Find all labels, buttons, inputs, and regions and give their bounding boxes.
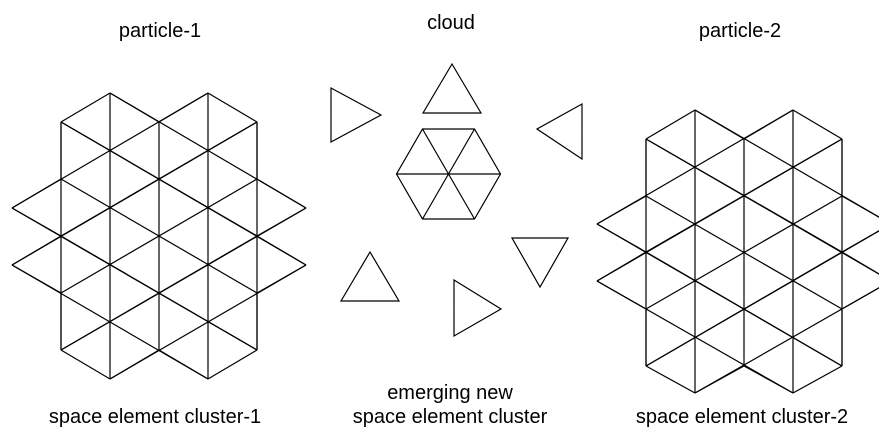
space-element-cluster-1-figure [11, 92, 307, 380]
lattice-edge [596, 223, 843, 367]
lattice-edge [11, 207, 258, 351]
lattice-edge [207, 92, 258, 123]
emerging-caption-line-1: emerging new [387, 382, 513, 404]
lattice-edge [694, 287, 879, 394]
lattice-edge [645, 195, 843, 310]
lattice-edge [60, 349, 111, 380]
lattice-edge [645, 138, 879, 275]
cluster-1-caption: space element cluster-1 [49, 406, 261, 428]
lattice-edge [207, 349, 258, 380]
lattice-edge [60, 207, 307, 351]
lattice-edge [841, 230, 879, 253]
lattice-edge [60, 92, 111, 123]
lattice-edge [11, 92, 209, 209]
free-triangle [535, 102, 583, 161]
lattice-edge [792, 365, 843, 394]
lattice-edge [596, 138, 843, 282]
particle-2-title: particle-2 [699, 20, 781, 42]
emerging-caption-line-2: space element cluster [353, 406, 548, 428]
lattice-edge [60, 178, 258, 294]
central-hexagon [395, 128, 502, 220]
lattice-edge [645, 109, 696, 140]
lattice-edge [60, 121, 307, 266]
lattice-edge [596, 109, 794, 225]
lattice-edge [841, 287, 879, 310]
free-triangle [339, 250, 401, 302]
lattice-edge [694, 109, 879, 218]
cluster-2-caption: space element cluster-2 [636, 406, 848, 428]
free-triangle [421, 62, 483, 114]
lattice-edge [109, 264, 307, 380]
free-triangle [330, 86, 383, 144]
lattice-edge [11, 121, 258, 266]
lattice-edge [841, 195, 879, 218]
lattice-edge [792, 109, 843, 140]
particle-1-title: particle-1 [119, 20, 201, 42]
free-triangle [510, 237, 570, 289]
cloud-title: cloud [427, 12, 475, 34]
free-triangle [453, 278, 503, 338]
lattice-edge [645, 365, 696, 394]
lattice-edge [645, 230, 879, 367]
space-element-cluster-2-figure [596, 109, 879, 394]
